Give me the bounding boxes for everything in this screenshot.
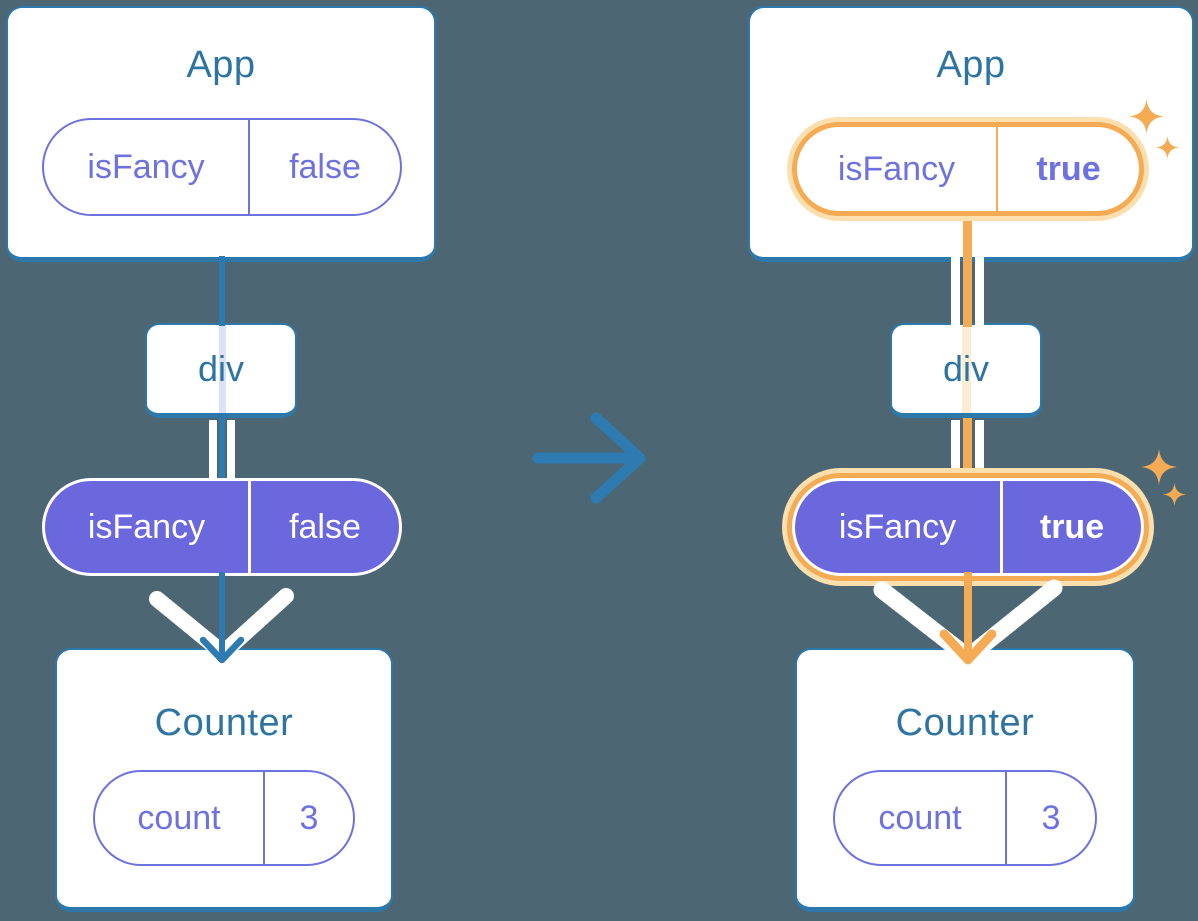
prop-value: true — [1000, 481, 1141, 573]
counter-state-pill-after: count 3 — [833, 770, 1097, 866]
prop-value: false — [248, 481, 399, 573]
props-flow-arrow-icon — [873, 572, 1063, 666]
faded-prop-pipe — [962, 325, 971, 413]
sparkle-icon — [1163, 483, 1186, 506]
faded-prop-pipe — [219, 325, 226, 413]
props-flow-arrow-icon — [149, 572, 294, 664]
sparkle-icon — [1156, 136, 1179, 159]
prop-name: isFancy — [837, 149, 956, 188]
passed-prop-pill-after: isFancy true — [792, 478, 1144, 576]
app-title-after: App — [936, 44, 1006, 86]
state-name: count — [878, 798, 962, 837]
div-label: div — [942, 348, 990, 389]
transition-arrow-icon — [532, 412, 646, 504]
counter-state-pill-before: count 3 — [93, 770, 355, 866]
prop-value: false — [248, 120, 400, 214]
props-pipe-left-white — [951, 232, 960, 327]
props-pipe-right-white — [975, 420, 984, 480]
props-pipe-left-white — [951, 420, 960, 480]
state-name: count — [137, 798, 221, 837]
div-label: div — [197, 348, 245, 389]
prop-value: true — [996, 127, 1139, 211]
state-value: 3 — [1005, 772, 1095, 864]
div-node-after: div — [890, 323, 1042, 418]
prop-name: isFancy — [87, 507, 206, 546]
sparkle-icon — [1141, 449, 1177, 485]
app-prop-pill-after: isFancy true — [792, 122, 1144, 216]
props-pipe-center-orange — [963, 214, 972, 327]
sparkle-icon — [1129, 99, 1164, 134]
passed-prop-pill-before: isFancy false — [42, 478, 402, 576]
prop-name: isFancy — [87, 147, 205, 186]
props-pipe-center-blue — [219, 418, 225, 480]
state-value: 3 — [263, 772, 353, 864]
counter-title-before: Counter — [154, 702, 294, 744]
counter-title-after: Counter — [895, 702, 1035, 744]
app-prop-pill-before: isFancy false — [42, 118, 402, 216]
app-title-before: App — [186, 44, 256, 86]
prop-line-app-to-div-before — [219, 256, 225, 326]
props-pipe-right-white — [227, 420, 235, 480]
div-node-before: div — [145, 323, 297, 418]
props-pipe-center-orange — [963, 418, 972, 480]
prop-name: isFancy — [838, 507, 957, 546]
props-pipe-right-white — [975, 232, 984, 327]
props-pipe-left-white — [209, 420, 217, 480]
